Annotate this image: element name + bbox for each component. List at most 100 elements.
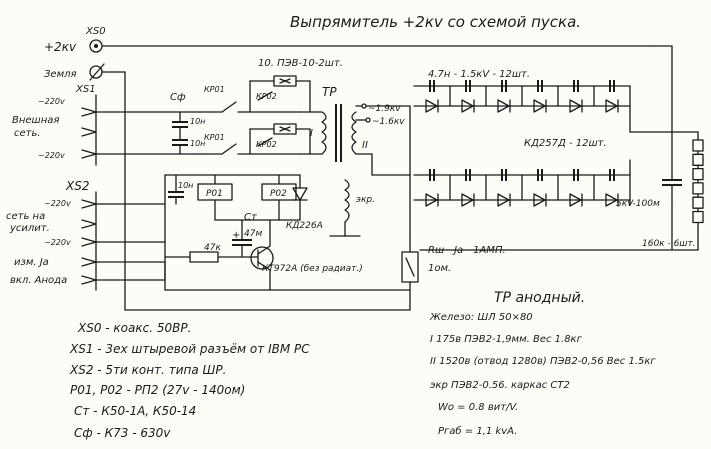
kt972-emitter [257,261,271,271]
cf-label: Сф [170,92,186,103]
kd226-diode [292,187,308,201]
filter-cap-label: 5кV-100м [616,199,660,209]
kr02-bottom-label: КР02 [256,140,277,149]
upper-diode [425,99,438,113]
bleeder-label: 160к - 6шт. [642,239,696,249]
kr01-bottom-label: КР01 [204,133,225,142]
tap-1-6kv: ~1.6кv [372,117,405,127]
notes-right: ТР анодный. Железо: ШЛ 50×80 I 175в ПЭВ2… [429,290,656,437]
note-right-2: I 175в ПЭВ2-1,9мм. Вес 1.8кг [430,334,583,345]
bleeder-resistor [692,210,704,224]
multiplier-lower-row [413,169,631,207]
amp-net-label-1: сеть на [6,211,45,222]
kt972-transistor [250,246,274,270]
bleeder-resistor [692,182,704,195]
note-right-4: экр ПЭВ2-0.56. каркас СТ2 [430,380,570,391]
plus-2kv-label: +2кv [44,40,77,54]
rsh-slash [405,257,415,277]
xs1-220v-top: ~220v [38,97,65,106]
note-right-3: II 1520в (отвод 1280в) ПЭВ2-0,56 Вес 1.5… [430,356,656,367]
screen-winding [344,179,350,223]
xs2-220v-bottom: ~220v [44,238,71,247]
r47k-resistor [189,251,219,263]
note-left-4: Р01, Р02 - РП2 (27v - 140ом) [70,383,245,397]
ct-label: Ст [244,212,258,223]
note-left-1: XS0 - коакс. 50ВР. [77,321,191,335]
caps-chain-label: 4.7н - 1.5кV - 12шт. [428,69,530,80]
pev-x-top-2 [279,78,291,84]
multiplier-upper-row [413,80,631,113]
kr01-top-blade [221,101,237,113]
kd226-label: КД226А [286,221,323,231]
winding-2-label: II [362,140,368,151]
r47k-label: 47к [204,243,221,253]
diodes-chain-label: КД257Д - 12шт. [524,138,607,149]
xs1-pin-1 [81,107,97,117]
relay-p01-label: Р01 [206,189,223,199]
note-left-5: Ст - К50-1А, К50-14 [74,404,196,418]
kr02-top-label: КР02 [256,92,277,101]
lower-diode [569,193,582,207]
pev-x-bot-2 [279,126,291,132]
xs0-label: XS0 [85,26,106,37]
xs2-pin-1 [81,199,97,209]
bleeder-resistor [692,153,704,166]
note-right-heading: ТР анодный. [494,290,585,306]
cap-10n-c: 10н [178,181,193,190]
note-left-6: Сф - К73 - 630v [74,426,171,440]
xs2-220v-top: ~220v [44,199,71,208]
lower-diode [461,193,474,207]
kr02-top-blade [257,91,273,101]
xs1-label: XS1 [75,84,96,95]
xs1-pin-2 [81,127,97,137]
ct-plus: + [232,230,240,241]
note-left-3: XS2 - 5ти конт. типа ШР. [69,363,226,377]
cap-10n-a: 10н [190,117,205,126]
lower-diode [497,193,510,207]
kr01-bottom-blade [221,143,237,155]
upper-diode [569,99,582,113]
xs2-label: XS2 [65,179,89,193]
bleeder-resistor [692,139,704,152]
bleeder-resistor [692,167,704,181]
bleeder-resistor-stack [692,139,704,227]
ia-measure-label-2: вкл. Анода [10,275,67,286]
upper-diode [497,99,510,113]
tr-secondary-coil [351,111,357,155]
ia-measure-label-1: изм. Ja [14,257,49,268]
ct-value: 47м [244,229,262,239]
tr-primary-coil [321,111,327,155]
cap-10n-b: 10н [190,139,205,148]
lower-diode [605,193,618,207]
transformer-label: ТР [322,85,337,99]
kr02-bottom-blade [257,137,273,147]
xs2-pin-5 [81,275,97,285]
xs2-pin-4 [81,257,97,267]
upper-diode [533,99,546,113]
rsh-label: Rш - Jа - 1АМП. [428,245,506,256]
lower-diode [533,193,546,207]
screen-label: экр. [356,195,375,205]
rsh-value: 1ом. [428,263,451,274]
bleeder-resistor [692,196,704,209]
lower-diode [425,193,438,207]
xs1-220v-bottom: ~220v [38,151,65,160]
upper-diode [605,99,618,113]
relay-p02-label: Р02 [270,189,287,199]
note-left-2: XS1 - 3ех штыревой разъём от IBM PC [69,342,310,356]
external-net-label-1: Внешная [12,115,59,126]
kt972-label: КТ972А (без радиат.) [262,264,363,274]
note-right-5: Wo = 0.8 вит/V. [438,402,518,413]
xs2-pin-3 [81,237,97,247]
pev-label: 10. ПЭВ-10-2шт. [258,58,343,69]
xs2-pin-2 [81,219,97,229]
xs1-pin-3 [81,149,97,159]
xs0-center-pin [94,44,98,48]
kt972-collector [257,245,271,255]
note-right-6: Pгаб = 1,1 kvA. [438,425,517,437]
diagram-title: Выпрямитель +2кv со схемой пуска. [290,13,581,31]
notes-left: XS0 - коакс. 50ВР. XS1 - 3ех штыревой ра… [69,321,310,440]
note-right-1: Железо: ШЛ 50×80 [429,312,533,323]
